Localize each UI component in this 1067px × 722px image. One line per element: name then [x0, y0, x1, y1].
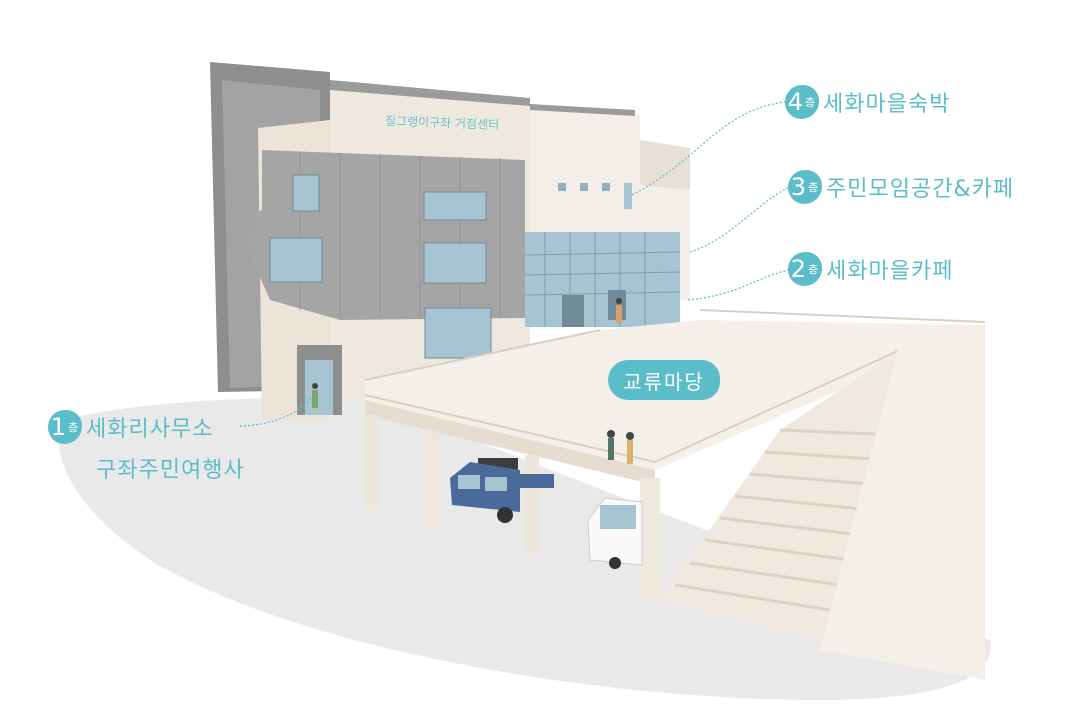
grey-cladding — [248, 150, 525, 320]
floor-1-name: 세화리사무소 — [86, 417, 214, 442]
people — [312, 298, 634, 464]
floor-4-name: 세화마을숙박 — [823, 92, 951, 117]
ground-shadow — [58, 398, 991, 700]
blue-truck — [450, 458, 554, 523]
leader-lines — [239, 101, 791, 427]
glass-facade — [525, 232, 680, 327]
ramp-wall — [820, 325, 985, 680]
plaza-label: 교류마당 — [608, 360, 720, 400]
white-van — [587, 497, 643, 569]
floor-2-name: 세화마을카페 — [826, 259, 954, 284]
floor-1-name-2: 구좌주민여행사 — [96, 458, 245, 483]
floor-3-name: 주민모임공간&카페 — [826, 177, 1015, 202]
